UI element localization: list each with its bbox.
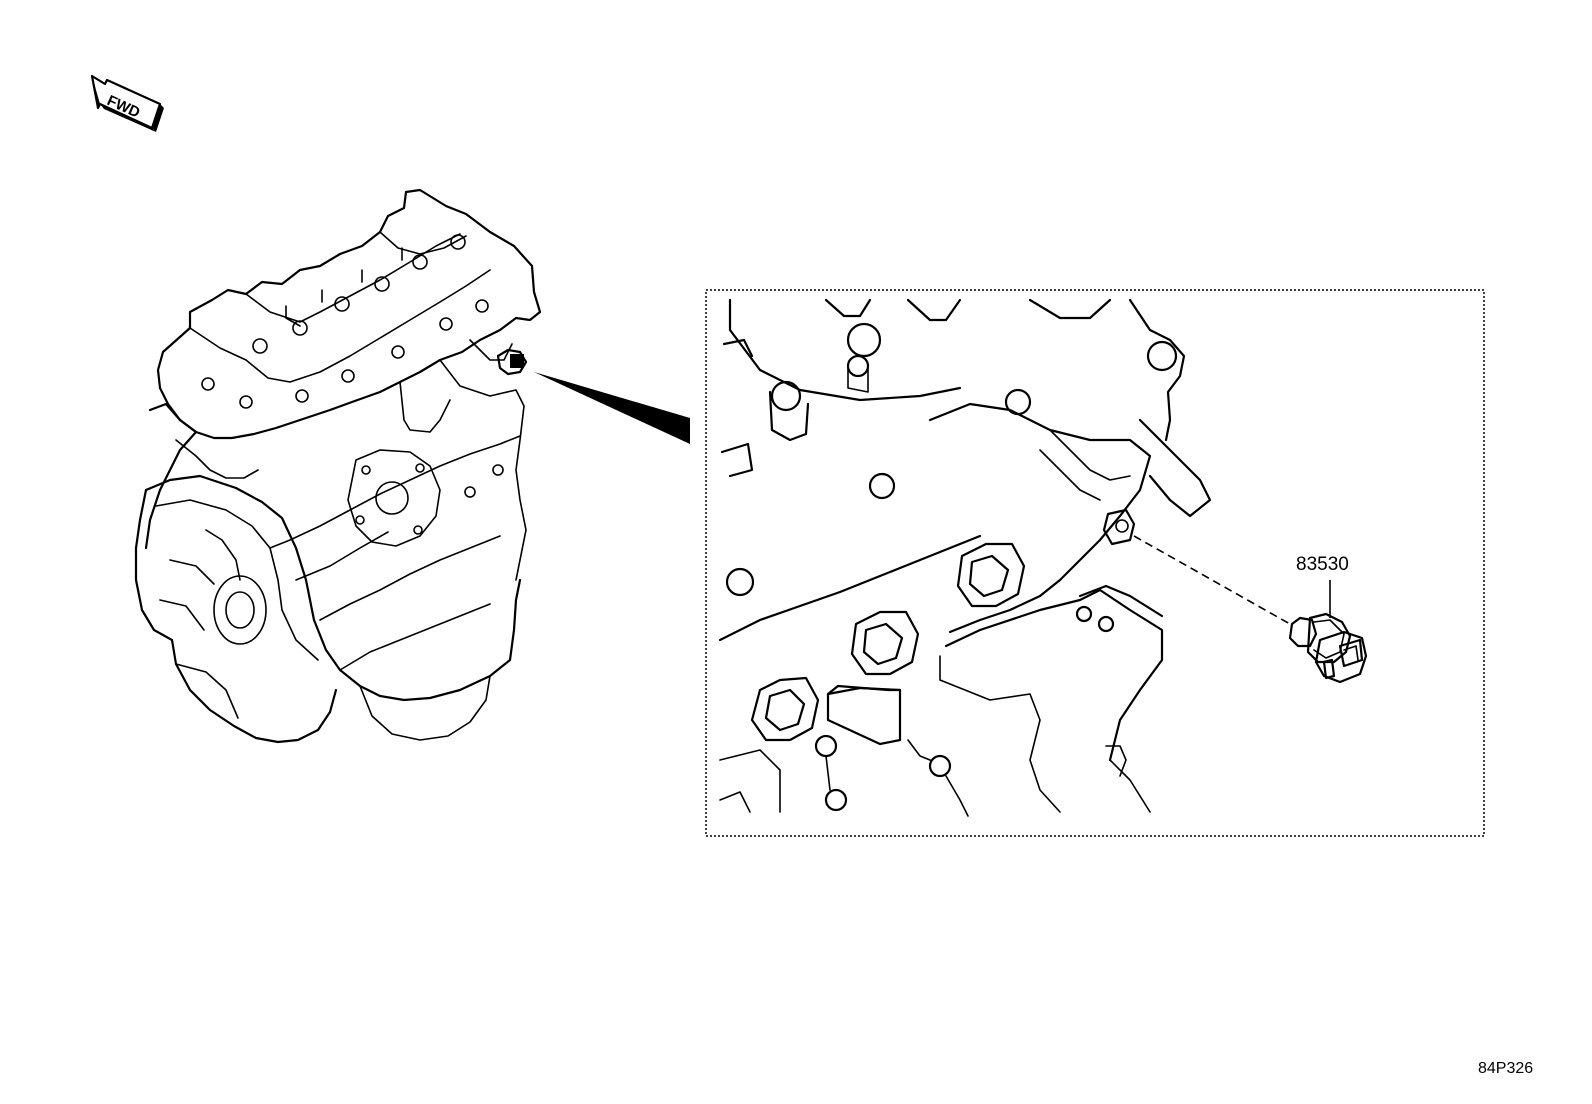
fwd-arrow-icon: FWD <box>90 74 164 132</box>
detail-view: 83530 <box>705 289 1485 837</box>
oil-pressure-sensor <box>1288 612 1368 684</box>
illustration-code: 84P326 <box>1478 1060 1533 1077</box>
detail-pointer <box>534 372 690 444</box>
part-number-label: 83530 <box>1296 554 1349 575</box>
engine-assembly-overview <box>134 188 542 744</box>
